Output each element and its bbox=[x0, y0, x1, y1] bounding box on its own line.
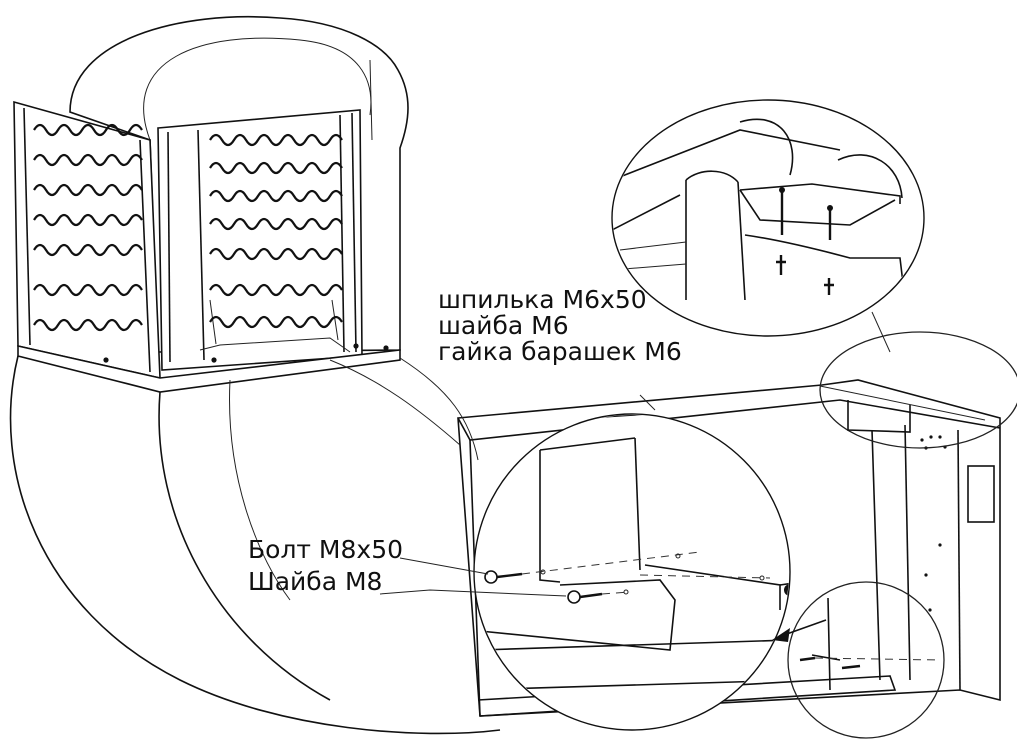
detail-view-top bbox=[611, 99, 925, 353]
corner-module bbox=[13, 15, 409, 393]
label-wing-nut: гайка барашек М6 bbox=[438, 337, 682, 366]
label-washer-m6: шайба М6 bbox=[438, 311, 569, 340]
leader-lines bbox=[379, 557, 567, 597]
bolt-2 bbox=[567, 590, 603, 604]
detail-view-bolts bbox=[473, 413, 791, 731]
sweeping-cushion bbox=[9, 355, 501, 735]
bolt-1 bbox=[484, 570, 523, 584]
detail-marker-bottom bbox=[772, 581, 945, 739]
detail-marker-right bbox=[819, 331, 1017, 449]
panel-holes bbox=[920, 435, 947, 612]
label-washer-m8: Шайба М8 bbox=[248, 567, 382, 596]
serpentine-springs bbox=[33, 123, 343, 332]
label-stud: шпилька М6х50 bbox=[438, 285, 647, 314]
label-bolt: Болт М8х50 bbox=[248, 535, 403, 564]
